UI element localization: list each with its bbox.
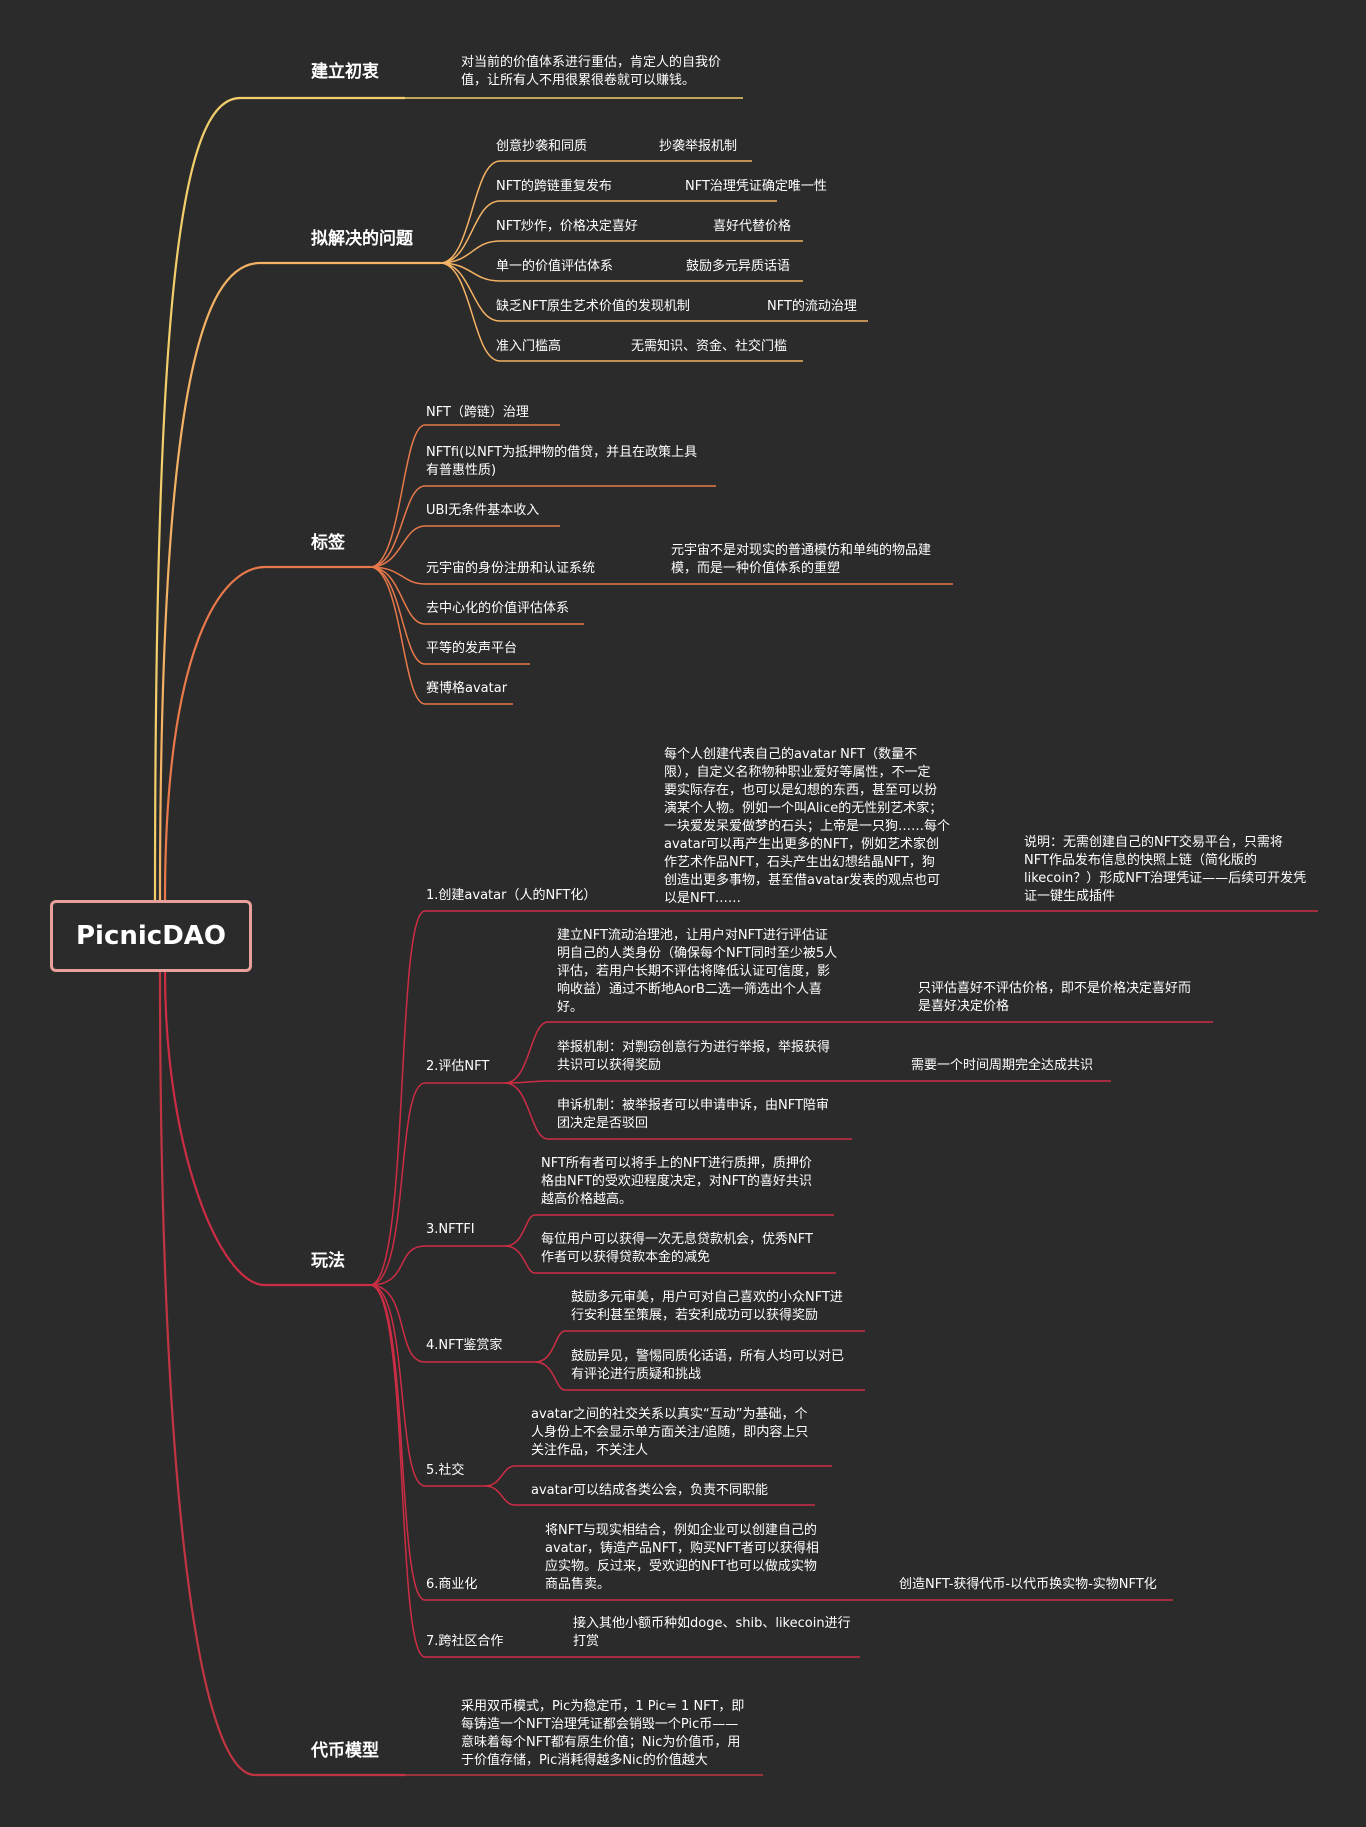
- gameplay-item-label: 2.评估NFT: [426, 1059, 490, 1074]
- origin-text: 对当前的价值体系进行重估，肯定人的自我价 值，让所有人不用很累很卷就可以赚钱。: [461, 55, 722, 88]
- tag-item: 去中心化的价值评估体系: [426, 601, 570, 616]
- gameplay-item-detail: 接入其他小额币种如doge、shib、likecoin进行 打赏: [573, 1616, 851, 1649]
- gameplay-item-label: 5.社交: [426, 1463, 465, 1478]
- problem-solution: 无需知识、资金、社交门槛: [631, 339, 788, 354]
- problem-item: 准入门槛高: [496, 339, 562, 354]
- root-node[interactable]: PicnicDAO: [50, 900, 252, 972]
- gameplay-sub-note: 只评估喜好不评估价格，即不是价格决定喜好而 是喜好决定价格: [918, 981, 1192, 1014]
- gameplay-sub-text: 建立NFT流动治理池，让用户对NFT进行评估证 明自己的人类身份（确保每个NFT…: [557, 928, 838, 1015]
- problem-solution: NFT治理凭证确定唯一性: [685, 179, 827, 194]
- tag-item: UBI无条件基本收入: [426, 503, 540, 518]
- problem-solution: 喜好代替价格: [713, 219, 792, 234]
- gameplay-sub-text: avatar可以结成各类公会，负责不同职能: [531, 1483, 769, 1498]
- gameplay-item-detail: 将NFT与现实相结合，例如企业可以创建自己的 avatar，铸造产品NFT，购买…: [545, 1523, 819, 1592]
- gameplay-sub-note: 需要一个时间周期完全达成共识: [911, 1058, 1094, 1073]
- gameplay-item-label: 6.商业化: [426, 1577, 478, 1592]
- problem-solution: NFT的流动治理: [767, 299, 857, 314]
- problem-solution: 鼓励多元异质话语: [686, 259, 791, 274]
- gameplay-item-note: 创造NFT-获得代币-以代币换实物-实物NFT化: [899, 1577, 1157, 1592]
- gameplay-sub-text: 鼓励多元审美，用户可对自己喜欢的小众NFT进 行安利甚至策展，若安利成功可以获得…: [571, 1290, 843, 1323]
- tag-item: NFT（跨链）治理: [426, 405, 529, 420]
- tag-note: 元宇宙不是对现实的普通模仿和单纯的物品建 模，而是一种价值体系的重塑: [671, 543, 932, 576]
- problem-solution: 抄袭举报机制: [659, 139, 738, 154]
- gameplay-item-label: 7.跨社区合作: [426, 1634, 504, 1649]
- gameplay-sub-text: 举报机制：对剽窃创意行为进行举报，举报获得 共识可以获得奖励: [557, 1040, 831, 1073]
- problem-item: NFT的跨链重复发布: [496, 179, 612, 194]
- gameplay-sub-text: 申诉机制：被举报者可以申请申诉，由NFT陪审 团决定是否驳回: [557, 1098, 829, 1131]
- problem-item: 创意抄袭和同质: [496, 139, 588, 154]
- gameplay-sub-text: avatar之间的社交关系以真实“互动”为基础，个 人身份上不会显示单方面关注/…: [531, 1407, 809, 1458]
- branch-token-label[interactable]: 代币模型: [311, 1741, 379, 1761]
- gameplay-item-detail: 每个人创建代表自己的avatar NFT（数量不 限），自定义名称物种职业爱好等…: [664, 747, 951, 906]
- gameplay-item-label: 3.NFTFI: [426, 1222, 475, 1237]
- problem-item: 缺乏NFT原生艺术价值的发现机制: [496, 299, 690, 314]
- gameplay-item-label: 4.NFT鉴赏家: [426, 1338, 503, 1353]
- tag-item: 元宇宙的身份注册和认证系统: [426, 561, 596, 576]
- gameplay-sub-text: NFT所有者可以将手上的NFT进行质押，质押价 格由NFT的受欢迎程度决定，对N…: [541, 1156, 812, 1207]
- tag-item: NFTfi(以NFT为抵押物的借贷，并且在政策上具 有普惠性质): [426, 445, 698, 478]
- gameplay-item-note: 说明：无需创建自己的NFT交易平台，只需将 NFT作品发布信息的快照上链（简化版…: [1024, 835, 1307, 904]
- gameplay-sub-text: 每位用户可以获得一次无息贷款机会，优秀NFT 作者可以获得贷款本金的减免: [541, 1232, 813, 1265]
- branch-problems-label[interactable]: 拟解决的问题: [311, 229, 413, 249]
- problem-item: 单一的价值评估体系: [496, 259, 614, 274]
- branch-gameplay-label[interactable]: 玩法: [311, 1251, 345, 1271]
- branch-origin-label[interactable]: 建立初衷: [311, 62, 379, 82]
- gameplay-item-label: 1.创建avatar（人的NFT化）: [426, 888, 597, 903]
- branch-tags-label[interactable]: 标签: [311, 533, 345, 553]
- tag-item: 平等的发声平台: [426, 641, 518, 656]
- problem-item: NFT炒作，价格决定喜好: [496, 219, 638, 234]
- tag-item: 赛博格avatar: [426, 681, 508, 696]
- token-text: 采用双币模式，Pic为稳定币，1 Pic= 1 NFT，即 每铸造一个NFT治理…: [461, 1699, 745, 1768]
- gameplay-sub-text: 鼓励异见，警惕同质化话语，所有人均可以对已 有评论进行质疑和挑战: [571, 1349, 845, 1382]
